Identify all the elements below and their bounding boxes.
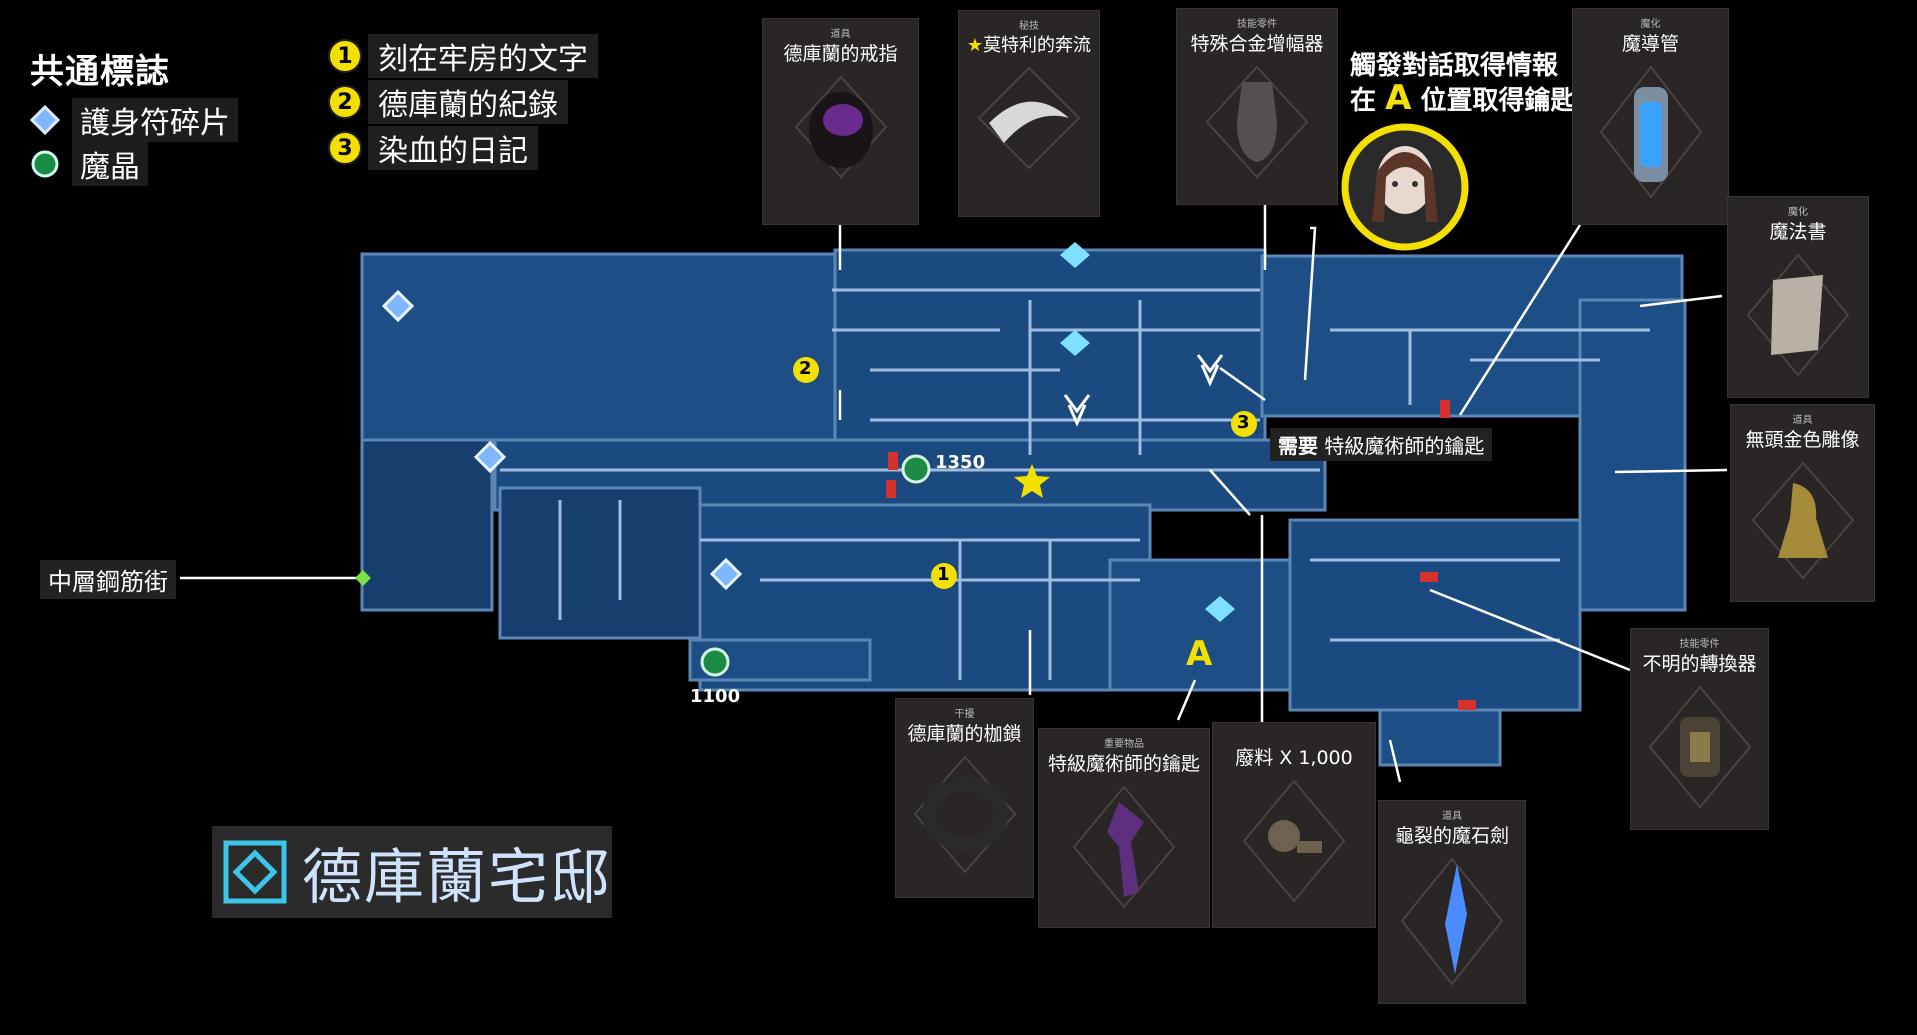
required-key-name: 特級魔術師的鑰匙: [1324, 434, 1485, 458]
legend-item-crystal: 魔晶: [30, 142, 148, 186]
save-point-icons: [1060, 242, 1235, 622]
item-card-converter: 技能零件 不明的轉換器: [1630, 628, 1769, 830]
statue-icon: [1751, 461, 1854, 580]
item-card-gauntlet: 技能零件 特殊合金增幅器: [1176, 8, 1338, 205]
item-card-scrap: 廢料 X 1,000: [1212, 722, 1376, 928]
item-category: 魔化: [1640, 19, 1661, 30]
item-card-key: 重要物品 特級魔術師的鑰匙: [1038, 728, 1210, 928]
map-rooms: [360, 248, 1687, 767]
hint-prefix: 在: [1350, 86, 1377, 116]
legend-label: 護身符碎片: [72, 98, 238, 142]
area-name-plate: 德庫蘭宅邸: [212, 826, 612, 918]
npc-portrait: [1341, 123, 1469, 251]
note-label: 刻在牢房的文字: [368, 34, 598, 78]
map-marker-3: 3: [1237, 412, 1250, 433]
item-category: 技能零件: [1237, 19, 1277, 30]
map-marker-a: A: [1186, 634, 1213, 674]
note-number-badge: 2: [328, 85, 362, 119]
hint-suffix: 位置取得鑰匙: [1420, 86, 1577, 116]
key-hint: 觸發對話取得情報 在 A 位置取得鑰匙: [1350, 50, 1576, 117]
map-note-markers: [793, 357, 1257, 589]
item-category: 魔化: [1788, 207, 1808, 218]
note-item-1: 1 刻在牢房的文字: [328, 34, 598, 78]
converter-icon: [1648, 685, 1751, 809]
map-marker-1: 1: [937, 564, 950, 585]
gauntlet-icon: [1205, 65, 1309, 179]
required-key-callout: 需要 特級魔術師的鑰匙: [1270, 428, 1493, 461]
item-card-statue: 道具 無頭金色雕像: [1730, 404, 1875, 602]
note-number-badge: 3: [328, 131, 362, 165]
item-category: 秘技: [1019, 21, 1039, 32]
item-name: 德庫蘭的枷鎖: [907, 723, 1022, 745]
legend-item-amulet: 護身符碎片: [30, 98, 238, 142]
required-prefix: 需要: [1278, 434, 1318, 458]
item-name: 魔導管: [1621, 33, 1679, 55]
map-marker-2: 2: [799, 358, 812, 379]
scroll-icon: [1746, 253, 1850, 377]
item-name: 不明的轉換器: [1642, 653, 1757, 675]
item-card-shackle: 干擾 德庫蘭的枷鎖: [895, 698, 1034, 898]
note-item-2: 2 德庫蘭的紀錄: [328, 80, 568, 124]
magic-crystal-icons: [700, 454, 931, 677]
item-category: 道具: [1792, 415, 1813, 426]
hint-line-1: 觸發對話取得情報: [1350, 51, 1559, 81]
note-label: 染血的日記: [368, 126, 538, 170]
hint-marker: A: [1385, 78, 1412, 118]
legend-label: 魔晶: [72, 142, 148, 186]
amulet-fragment-icons: [381, 289, 743, 591]
crystal-sword-icon: [1400, 857, 1504, 986]
star-icon: ★: [966, 35, 984, 56]
item-card-crystal-sword: 道具 龜裂的魔石劍: [1378, 800, 1526, 1004]
area-name: 德庫蘭宅邸: [302, 842, 612, 913]
item-name: 特級魔術師的鑰匙: [1047, 753, 1200, 775]
item-category: [1213, 729, 1375, 741]
hint-line-2: 在 A 位置取得鑰匙: [1350, 81, 1577, 117]
crystal-value-1100: 1100: [690, 686, 741, 707]
note-number-badge: 1: [328, 39, 362, 73]
item-card-spirit: 秘技 ★莫特利的奔流: [958, 10, 1100, 217]
area-emblem-icon: [223, 840, 287, 904]
note-item-3: 3 染血的日記: [328, 126, 538, 170]
item-category: 重要物品: [1104, 739, 1144, 750]
boss-icons: [1063, 354, 1224, 427]
star-icon: [1014, 464, 1050, 498]
item-category: 干擾: [954, 709, 975, 720]
item-name: 龜裂的魔石劍: [1394, 825, 1509, 847]
item-name: 無頭金色雕像: [1745, 429, 1860, 451]
scrap-icon: [1242, 779, 1346, 903]
amulet-fragment-icon: [30, 105, 60, 135]
spirit-icon: [977, 66, 1081, 170]
item-card-scroll: 魔化 魔法書: [1727, 196, 1869, 398]
item-name: 廢料 X 1,000: [1235, 747, 1353, 769]
item-category: 道具: [830, 29, 851, 40]
ring-icon: [794, 75, 887, 179]
exit-label: 中層鋼筋街: [40, 560, 176, 599]
magic-crystal-icon: [31, 150, 59, 178]
crystal-value-1350: 1350: [935, 452, 986, 473]
item-card-vial: 魔化 魔導管: [1572, 8, 1729, 225]
item-name: ★莫特利的奔流: [959, 31, 1099, 57]
shackle-icon: [913, 755, 1016, 874]
item-category: 技能零件: [1679, 639, 1720, 650]
vial-icon: [1599, 65, 1702, 199]
key-icon: [1072, 785, 1176, 909]
item-name: 魔法書: [1769, 221, 1827, 243]
item-name-text: 莫特利的奔流: [983, 35, 1092, 56]
door-icons: [886, 400, 1476, 710]
note-label: 德庫蘭的紀錄: [368, 80, 568, 124]
item-name: 德庫蘭的戒指: [783, 43, 898, 65]
exit-point-icon: [355, 570, 371, 586]
item-card-ring: 道具 德庫蘭的戒指: [762, 18, 919, 225]
item-category: 道具: [1442, 811, 1462, 822]
item-name: 特殊合金增幅器: [1190, 33, 1324, 55]
leader-lines: [180, 205, 1728, 783]
legend-title: 共通標誌: [30, 52, 170, 92]
